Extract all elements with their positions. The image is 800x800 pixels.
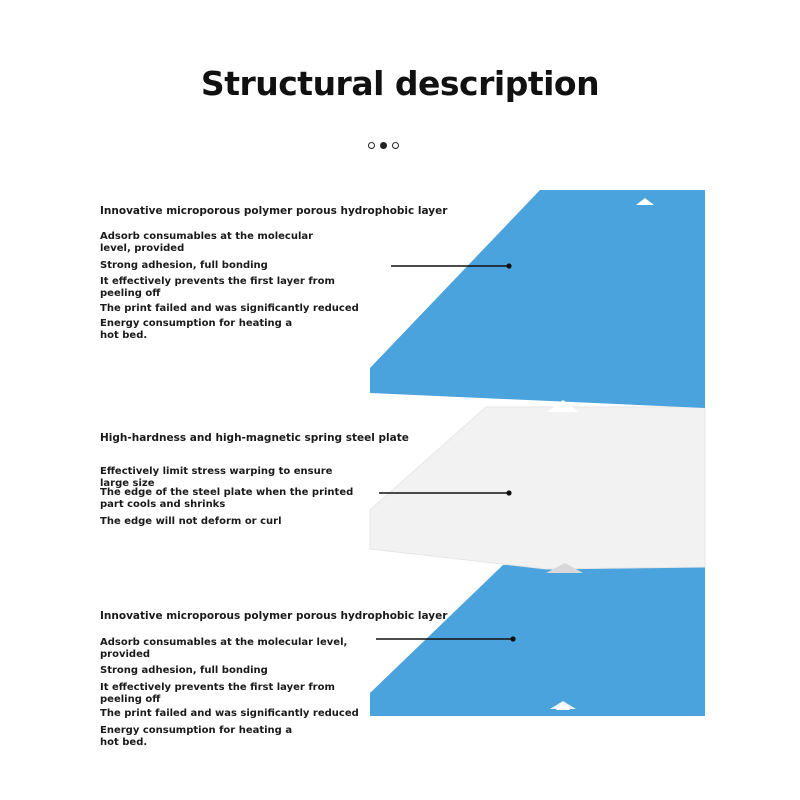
top-layer-line-2: Strong adhesion, full bonding (100, 260, 268, 271)
bottom-layer-line-2: Strong adhesion, full bonding (100, 665, 268, 676)
steel-layer-heading: High-hardness and high-magnetic spring s… (100, 432, 409, 444)
top-layer-line-5: Energy consumption for heating a hot bed… (100, 318, 293, 341)
bottom-layer-line-3: It effectively prevents the first layer … (100, 682, 335, 705)
leader-point-middle (506, 490, 512, 496)
top-blue-plate-tab-icon (547, 400, 579, 412)
steel-plate-surface (369, 406, 706, 570)
carousel-indicator (368, 142, 408, 154)
top-layer-line-3: It effectively prevents the first layer … (100, 276, 335, 299)
steel-layer-line-1: Effectively limit stress warping to ensu… (100, 466, 333, 489)
leader-line-bottom (376, 636, 516, 642)
leader-point-top (506, 263, 512, 269)
page-title: Structural description (200, 64, 600, 103)
steel-layer-line-2: The edge of the steel plate when the pri… (100, 487, 354, 510)
bottom-blue-plate-tab-icon (556, 701, 570, 710)
top-blue-plate-surface (370, 190, 705, 408)
bottom-blue-plate-surface (370, 565, 705, 716)
carousel-dot-3[interactable] (392, 142, 399, 149)
leader-line-top (391, 263, 512, 269)
bottom-layer-heading: Innovative microporous polymer porous hy… (100, 610, 448, 622)
steel-plate-notch-icon (546, 563, 583, 573)
steel-plate (369, 406, 706, 573)
carousel-dot-2[interactable] (380, 142, 387, 149)
bottom-layer-line-4: The print failed and was significantly r… (100, 708, 359, 719)
leader-point-bottom (510, 636, 516, 642)
bottom-layer-line-5: Energy consumption for heating a hot bed… (100, 725, 293, 748)
top-layer-line-1: Adsorb consumables at the molecular leve… (100, 231, 314, 254)
leader-line-middle (379, 490, 512, 496)
bottom-blue-plate (370, 565, 705, 716)
top-blue-plate (370, 190, 705, 412)
top-layer-heading: Innovative microporous polymer porous hy… (100, 205, 448, 217)
bottom-layer-description: Innovative microporous polymer porous hy… (100, 610, 448, 748)
steel-layer-description: High-hardness and high-magnetic spring s… (100, 432, 409, 527)
top-blue-plate-notch-icon (636, 198, 654, 205)
steel-layer-line-3: The edge will not deform or curl (100, 516, 282, 527)
bottom-layer-line-1: Adsorb consumables at the molecular leve… (100, 637, 348, 660)
top-layer-line-4: The print failed and was significantly r… (100, 303, 359, 314)
top-layer-description: Innovative microporous polymer porous hy… (100, 205, 448, 341)
carousel-dot-1[interactable] (368, 142, 375, 149)
